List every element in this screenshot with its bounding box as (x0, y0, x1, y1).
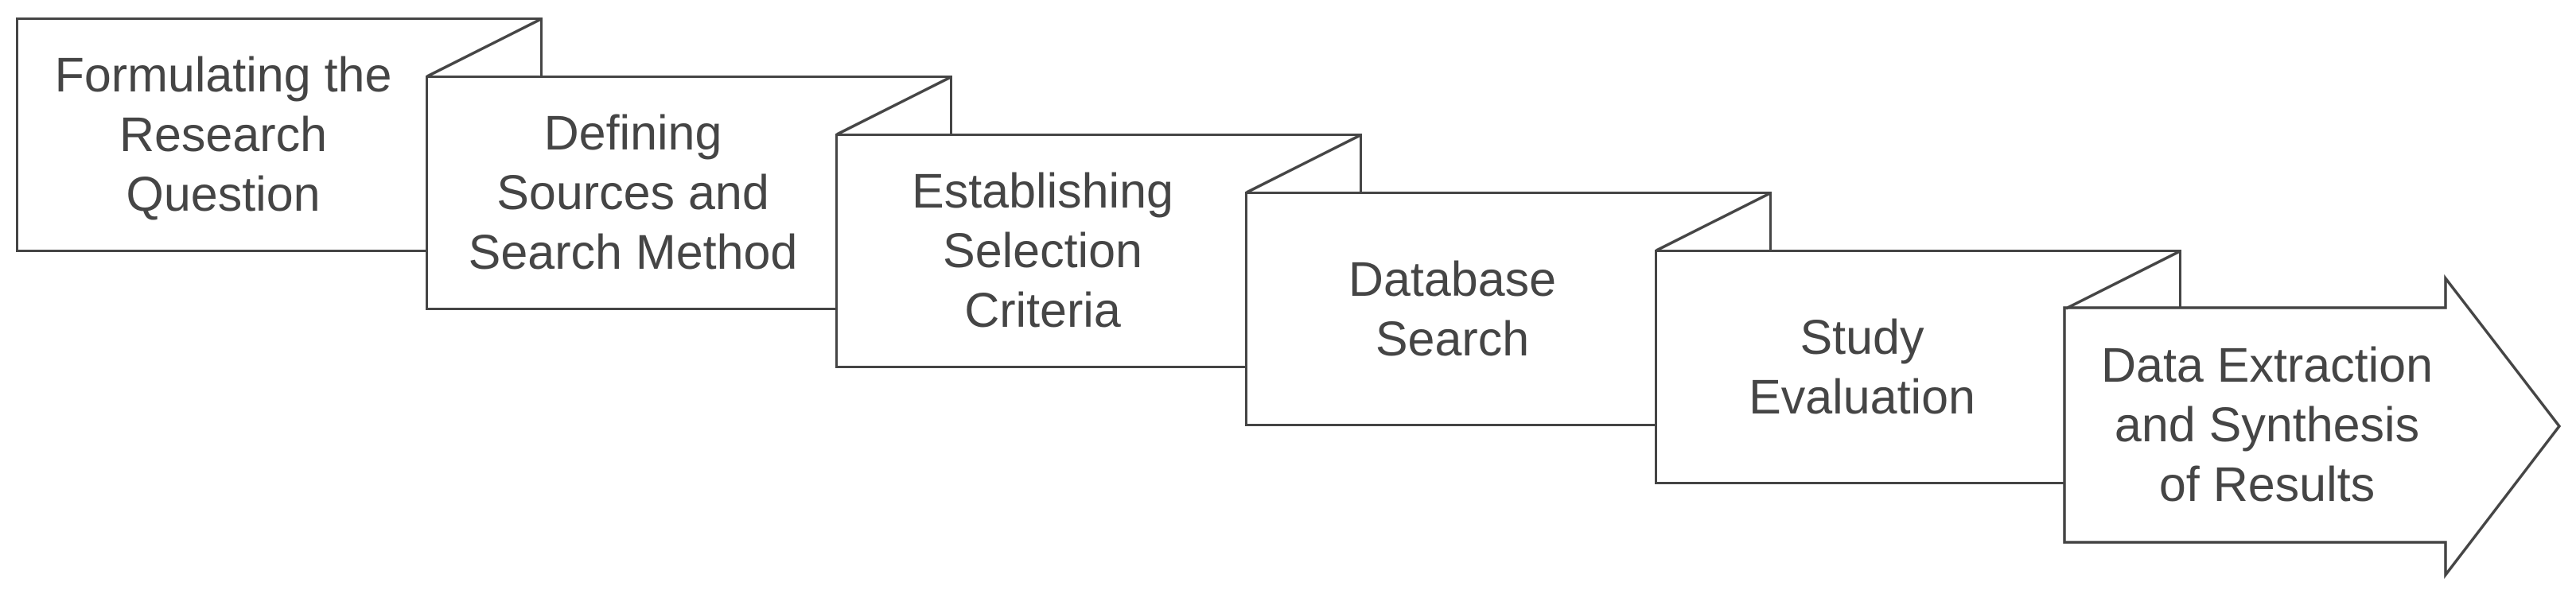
step-label-area: Establishing Selection Criteria (838, 136, 1247, 366)
step-label: Defining Sources and Search Method (468, 106, 798, 279)
step-label: Establishing Selection Criteria (912, 164, 1173, 337)
step-box-data-extraction-synthesis: Data Extraction and Synthesis of Results (2064, 308, 2469, 542)
step-label: Data Extraction and Synthesis of Results (2100, 338, 2434, 511)
step-label: Study Evaluation (1749, 309, 1975, 424)
step-label-area: Study Evaluation (1657, 252, 2067, 482)
step-label-area: Defining Sources and Search Method (428, 78, 838, 308)
step-label-area: Database Search (1247, 194, 1657, 424)
step-label-area: Formulating the Research Question (18, 20, 428, 250)
step-label: Formulating the Research Question (54, 48, 392, 221)
step-label: Database Search (1348, 251, 1557, 366)
